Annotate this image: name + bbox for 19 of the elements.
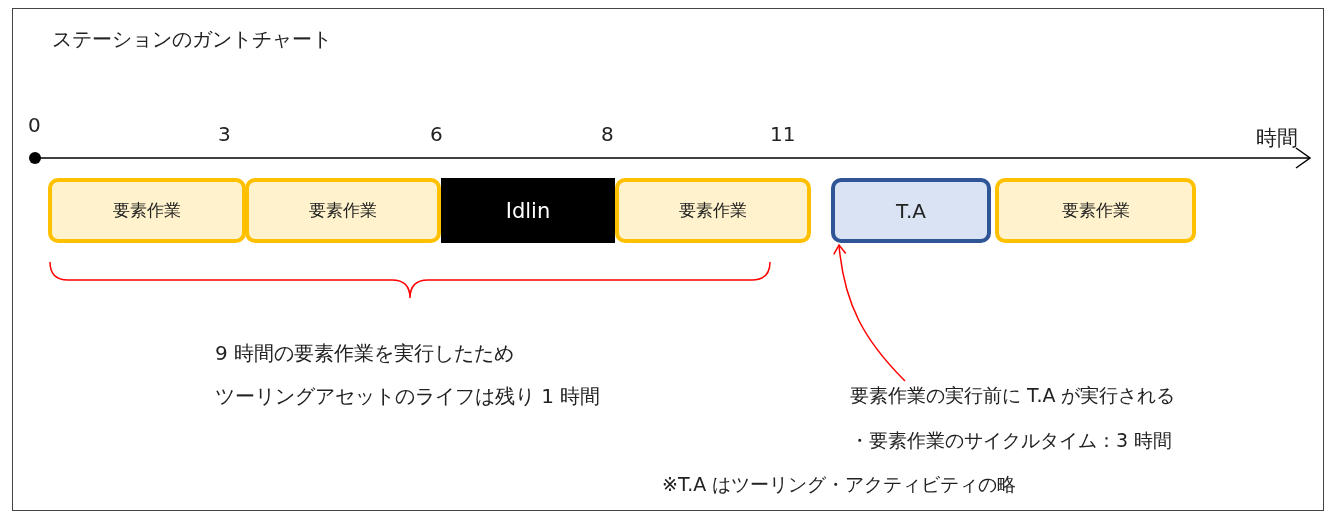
tick-label: 3 — [218, 122, 231, 146]
tick-label: 0 — [28, 113, 41, 137]
tick-label: 8 — [601, 122, 614, 146]
task-box: 要素作業 — [48, 178, 246, 243]
tick-label: 6 — [430, 122, 443, 146]
task-box: 要素作業 — [615, 178, 811, 243]
tick-label: 11 — [770, 122, 796, 146]
task-box: 要素作業 — [995, 178, 1196, 243]
idle-box: Idlin — [441, 178, 615, 243]
tool-activity-box: T.A — [831, 178, 991, 243]
annotation-text: 要素作業の実行前に T.A が実行される — [850, 383, 1176, 409]
axis-label: 時間 — [1256, 125, 1298, 152]
note-text: 9 時間の要素作業を実行したため — [215, 340, 515, 367]
task-box: 要素作業 — [245, 178, 441, 243]
note-text: ※T.A はツーリング・アクティビティの略 — [662, 472, 1017, 497]
note-text: ツーリングアセットのライフは残り 1 時間 — [215, 383, 601, 410]
curved-arrow — [833, 244, 906, 382]
note-text: ・要素作業のサイクルタイム：3 時間 — [850, 428, 1173, 453]
title: ステーションのガントチャート — [52, 26, 332, 53]
